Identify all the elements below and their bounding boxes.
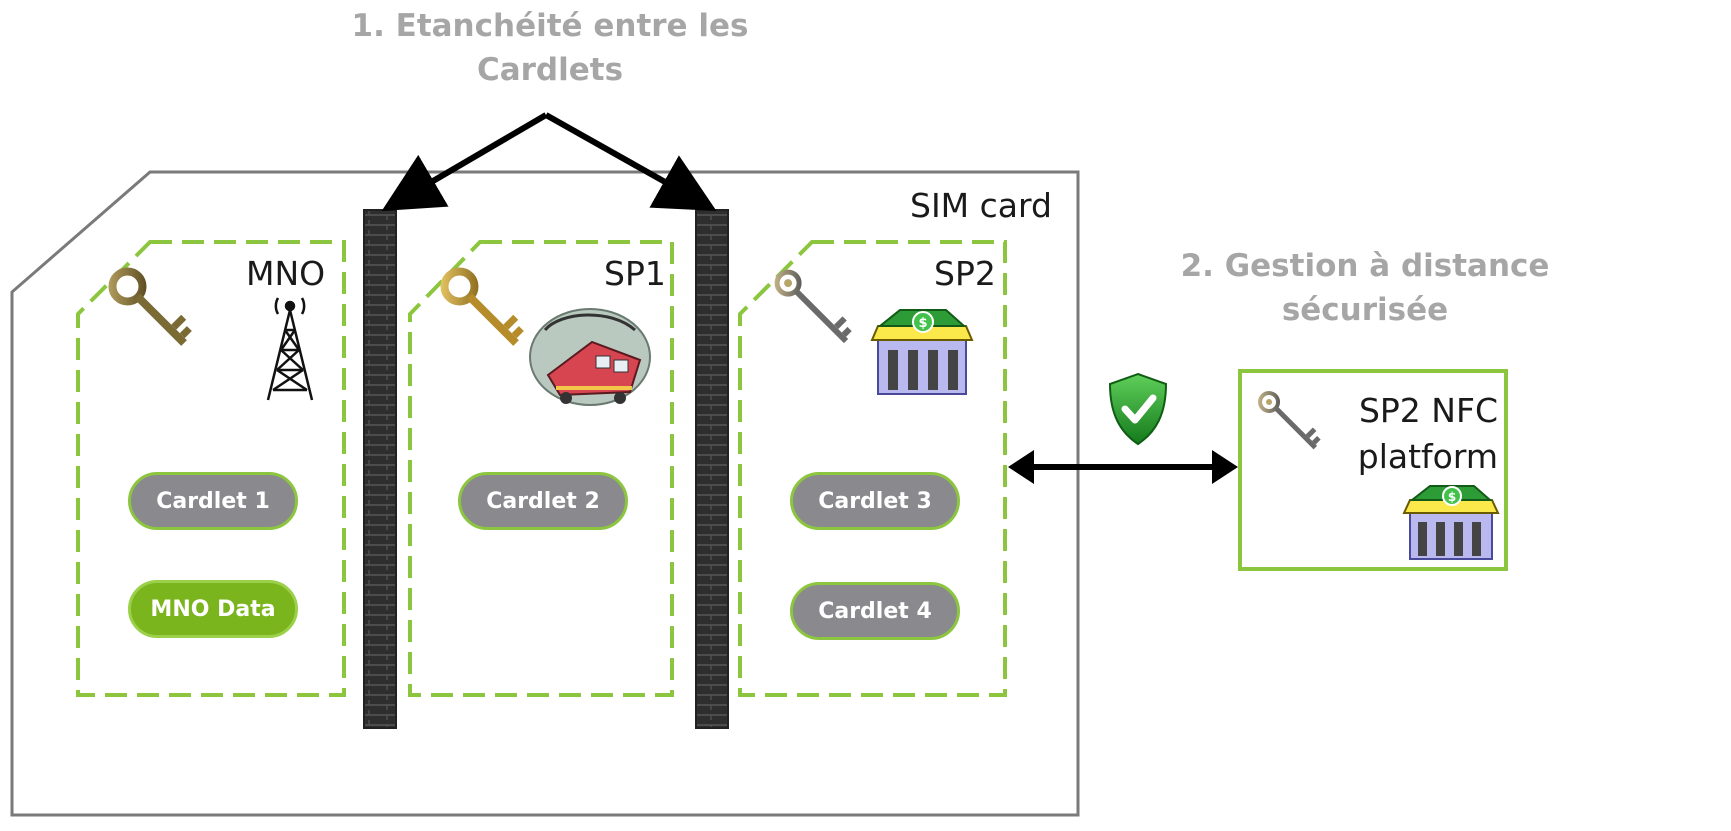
firewall-wall-right <box>695 209 729 729</box>
sim-card-label: SIM card <box>910 186 1052 225</box>
compartment-sp1-border <box>408 240 674 697</box>
isolation-heading: 1. Etanchéité entre les Cardlets <box>330 4 770 92</box>
cardlet-4-pill: Cardlet 4 <box>790 582 960 640</box>
compartment-mno-border <box>76 240 346 697</box>
gold-key-icon <box>440 267 524 346</box>
svg-text:$: $ <box>1448 490 1456 504</box>
remote-management-heading: 2. Gestion à distance sécurisée <box>1155 244 1575 332</box>
cardlet-1-pill: Cardlet 1 <box>128 472 298 530</box>
isolation-heading-line-1: 1. Etanchéité entre les <box>351 8 749 44</box>
isolation-heading-line-2: Cardlets <box>476 52 624 88</box>
compartment-label-sp1: SP1 <box>604 254 666 293</box>
platform-key-icon <box>1258 391 1321 450</box>
compartment-label-sp2: SP2 <box>934 254 996 293</box>
shield-check-icon <box>1108 372 1168 446</box>
sim-card-outline <box>10 170 1080 817</box>
platform-bank-shop-icon: $ <box>1402 485 1500 560</box>
bank-shop-icon: $ <box>870 309 974 395</box>
antenna-tower-icon <box>266 297 314 401</box>
bronze-key-icon <box>108 267 192 346</box>
platform-label-line-1: SP2 NFC <box>1358 391 1498 430</box>
firewall-wall-left <box>363 209 397 729</box>
remote-management-heading-line-2: sécurisée <box>1281 292 1449 328</box>
cardlet-3-pill: Cardlet 3 <box>790 472 960 530</box>
train-icon <box>529 308 651 406</box>
isolation-arrows <box>381 112 717 212</box>
cardlet-2-pill: Cardlet 2 <box>458 472 628 530</box>
ornate-key-icon <box>774 269 852 344</box>
mno-data-pill: MNO Data <box>128 580 298 638</box>
remote-link-arrow <box>1008 450 1238 484</box>
compartment-sp2-border <box>738 240 1007 697</box>
compartment-label-mno: MNO <box>246 254 326 293</box>
platform-label: SP2 NFC platform <box>1320 388 1498 480</box>
svg-text:$: $ <box>918 316 927 331</box>
remote-management-heading-line-1: 2. Gestion à distance <box>1180 248 1550 284</box>
platform-label-line-2: platform <box>1357 437 1498 476</box>
